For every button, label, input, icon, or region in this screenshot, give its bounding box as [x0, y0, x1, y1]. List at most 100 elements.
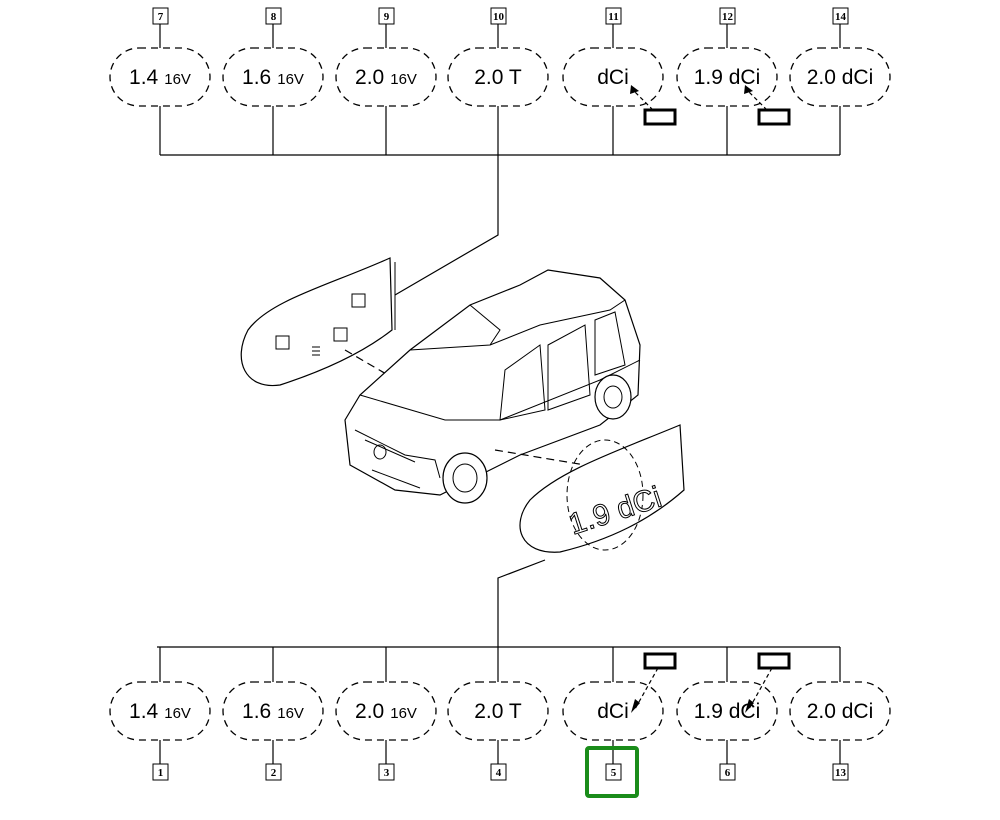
reference-number: 6	[725, 767, 731, 779]
emblem-label: 2.0 T	[474, 700, 522, 723]
emblem-main-text: dCi	[597, 700, 629, 723]
emblem-label: 2.0 T	[474, 66, 522, 89]
reference-number: 10	[493, 11, 505, 23]
side-badge-plate: 1.9 dCi	[494, 424, 685, 553]
reference-number-box	[719, 763, 736, 781]
emblem-label: dCi	[597, 66, 629, 89]
emblem-outline	[109, 47, 211, 107]
reference-number: 14	[835, 11, 847, 23]
emblem-label: 2.0 16V	[355, 700, 417, 723]
reference-number-box	[265, 7, 282, 25]
reference-number-box	[832, 763, 849, 781]
detail-arrow-icon	[631, 652, 677, 713]
reference-number-box	[378, 7, 395, 25]
reference-number-box	[605, 7, 622, 25]
reference-number: 2	[271, 767, 277, 779]
part-callout[interactable]: dCi 11	[562, 7, 677, 155]
emblem-label: 1.9 dCi	[694, 66, 761, 89]
emblem-suffix-text: 16V	[390, 71, 417, 88]
reference-number-box	[152, 763, 169, 781]
reference-number: 9	[384, 11, 390, 23]
part-callout[interactable]: 1.6 16V 2	[222, 647, 324, 781]
part-callout[interactable]: 1.4 16V 7	[109, 7, 211, 155]
emblem-label: dCi	[597, 700, 629, 723]
reference-number: 1	[158, 767, 164, 779]
selection-highlight	[585, 746, 639, 798]
part-callout[interactable]: 1.4 16V 1	[109, 647, 211, 781]
part-callout[interactable]: dCi 5	[562, 647, 677, 798]
reference-number: 8	[271, 11, 277, 23]
reference-number-box	[152, 7, 169, 25]
top-connector-lines	[160, 154, 840, 296]
emblem-outline	[676, 681, 778, 741]
emblem-outline	[222, 47, 324, 107]
emblem-main-text: 2.0 dCi	[807, 66, 874, 89]
emblem-main-text: 1.9 dCi	[694, 700, 761, 723]
reference-number-box	[719, 7, 736, 25]
emblem-main-text: 1.6	[242, 700, 271, 723]
emblem-outline	[447, 681, 549, 741]
reference-number-box	[490, 763, 507, 781]
emblem-label: 1.6 16V	[242, 700, 304, 723]
emblem-main-text: 2.0 dCi	[807, 700, 874, 723]
emblem-main-text: 2.0	[355, 66, 384, 89]
emblem-main-text: 1.9 dCi	[694, 66, 761, 89]
emblem-label: 1.4 16V	[129, 66, 191, 89]
reference-number: 3	[384, 767, 390, 779]
detail-arrow-icon	[630, 85, 677, 126]
emblem-suffix-text: 16V	[277, 71, 304, 88]
emblem-outline	[109, 681, 211, 741]
emblem-outline	[447, 47, 549, 107]
emblem-main-text: 1.4	[129, 66, 159, 89]
part-callout[interactable]: 2.0 T 10	[447, 7, 549, 155]
emblem-main-text: 2.0	[355, 700, 384, 723]
bottom-connector-lines	[157, 559, 840, 648]
emblem-label: 1.4 16V	[129, 700, 191, 723]
car-illustration	[344, 269, 641, 504]
emblem-suffix-text: 16V	[164, 71, 191, 88]
part-callout[interactable]: 1.6 16V 8	[222, 7, 324, 155]
emblem-label: 1.9 dCi	[694, 700, 761, 723]
reference-number: 11	[608, 11, 618, 23]
part-callout[interactable]: 2.0 16V 9	[335, 7, 437, 155]
emblem-outline	[222, 681, 324, 741]
emblem-outline	[562, 681, 664, 741]
emblem-outline	[562, 47, 664, 107]
emblem-suffix-text: 16V	[164, 705, 191, 722]
reference-number-box	[832, 7, 849, 25]
emblem-label: 2.0 dCi	[807, 700, 874, 723]
emblem-main-text: 2.0 T	[474, 700, 522, 723]
reference-number: 4	[496, 767, 502, 779]
reference-number-box	[605, 763, 622, 781]
part-callout[interactable]: 1.9 dCi 6	[676, 647, 791, 781]
reference-number: 5	[611, 767, 617, 779]
top-row: 1.4 16V 7 1.6 16V 8 2.0 16V 9 2.0 T 10 dCi 11 1.9 dCi…	[109, 7, 891, 155]
part-callout[interactable]: 2.0 T 4	[447, 647, 549, 781]
emblem-label: 2.0 16V	[355, 66, 417, 89]
rear-badge-plate	[240, 257, 406, 387]
reference-number-box	[490, 7, 507, 25]
part-callout[interactable]: 2.0 dCi 14	[789, 7, 891, 155]
emblem-outline	[789, 681, 891, 741]
emblem-suffix-text: 16V	[277, 705, 304, 722]
emblem-suffix-text: 16V	[390, 705, 417, 722]
reference-number-box	[265, 763, 282, 781]
emblem-label: 1.6 16V	[242, 66, 304, 89]
emblem-main-text: 1.4	[129, 700, 159, 723]
reference-number: 7	[158, 11, 164, 23]
reference-number: 12	[722, 11, 734, 23]
part-callout[interactable]: 2.0 16V 3	[335, 647, 437, 781]
detail-arrow-icon	[745, 652, 791, 713]
part-callout[interactable]: 2.0 dCi 13	[789, 647, 891, 781]
reference-number: 13	[835, 767, 847, 779]
emblem-outline	[335, 47, 437, 107]
bottom-row: 1.4 16V 1 1.6 16V 2 2.0 16V 3 2.0 T 4 dCi 5 1.9 dCi 6 2…	[109, 647, 891, 798]
emblem-main-text: dCi	[597, 66, 629, 89]
part-callout[interactable]: 1.9 dCi 12	[676, 7, 791, 155]
emblem-outline	[335, 681, 437, 741]
emblem-main-text: 1.6	[242, 66, 271, 89]
reference-number-box	[378, 763, 395, 781]
emblem-main-text: 2.0 T	[474, 66, 522, 89]
emblem-outline	[676, 47, 778, 107]
